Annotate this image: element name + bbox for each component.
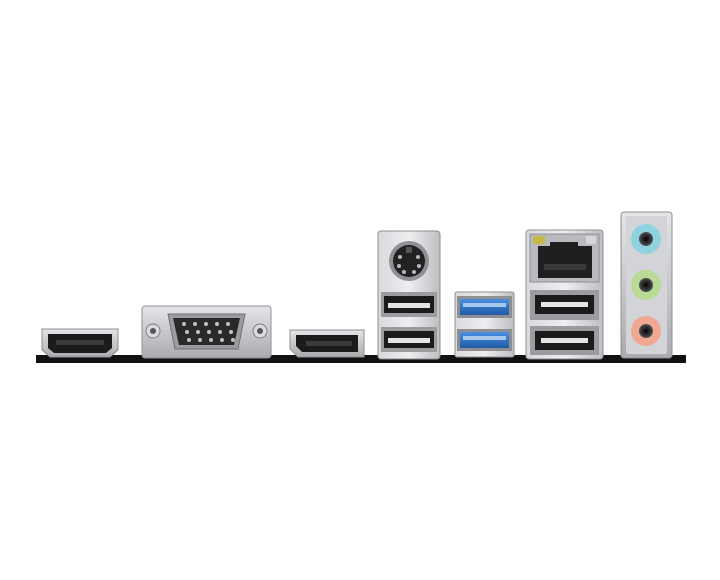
usb3-stack xyxy=(454,291,515,358)
audio-stack xyxy=(620,211,673,359)
usb2-port-lan-top xyxy=(530,290,599,320)
displayport-port xyxy=(289,329,365,358)
ps2-usb-stack xyxy=(377,230,441,360)
vga-port xyxy=(141,305,272,359)
lan-usb-stack xyxy=(525,229,604,360)
audio-jack-line-out xyxy=(631,270,661,300)
usb2-port-top xyxy=(381,292,437,317)
usb2-port-lan-bottom xyxy=(530,326,599,355)
board-edge xyxy=(36,355,686,363)
usb3-port-top xyxy=(457,296,512,318)
usb2-port-bottom xyxy=(381,327,437,352)
hdmi-port xyxy=(41,328,119,358)
lan-port xyxy=(529,233,600,283)
audio-jack-line-in xyxy=(631,224,661,254)
ps2-port xyxy=(389,241,429,281)
usb3-port-bottom xyxy=(457,329,512,351)
audio-jack-mic-in xyxy=(631,316,661,346)
